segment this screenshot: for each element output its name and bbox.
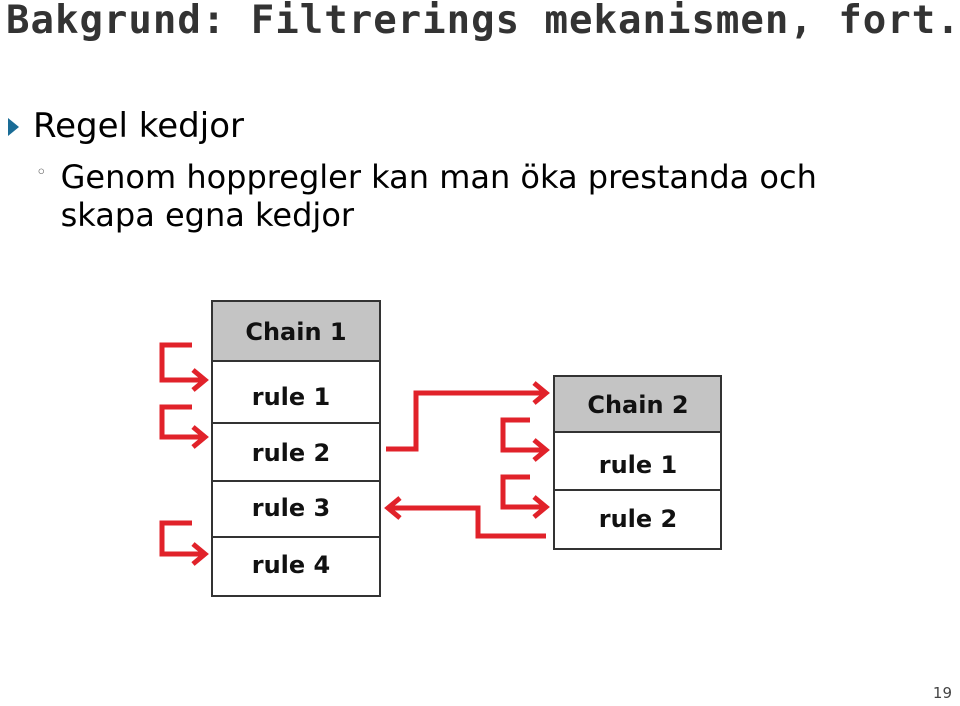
chain2-flow-arrow	[500, 417, 546, 453]
chain1-flow-arrow	[159, 404, 205, 440]
chain2-flow-arrow	[500, 474, 546, 510]
chain1-flow-arrow	[159, 342, 205, 383]
chain1-rule-cell	[211, 480, 381, 538]
chain1-rule-cell	[211, 422, 381, 482]
slide-title: Bakgrund: Filtrerings mekanismen, fort.	[6, 0, 960, 43]
chain2-header-label: Chain 2	[587, 391, 688, 419]
chain1-rule-cell	[211, 360, 381, 424]
jump-arrow	[386, 390, 546, 452]
return-arrow	[388, 505, 546, 539]
chain1-rule-label: rule 4	[252, 551, 330, 579]
arrowhead-left-icon	[384, 496, 402, 520]
bullet-level1: Regel kedjor	[8, 106, 244, 146]
chain1-header-label: Chain 1	[245, 318, 346, 346]
bullet-level2-text: Genom hoppregler kan man öka prestanda o…	[60, 158, 817, 234]
triangle-bullet-icon	[8, 118, 19, 136]
chain2-header-cell	[553, 375, 722, 433]
chain1-rule-cell	[211, 536, 381, 597]
chain1-rule-label: rule 2	[252, 439, 330, 467]
bullet-level1-text: Regel kedjor	[33, 106, 244, 146]
arrowhead-right-icon	[532, 495, 550, 519]
page-number: 19	[932, 684, 952, 702]
chain2-rule-cell	[553, 431, 722, 491]
chain1-rule-label: rule 1	[252, 383, 330, 411]
chain2-rule-label: rule 2	[599, 505, 677, 533]
chain1-header-cell	[211, 300, 381, 362]
circle-bullet-icon: ◦	[36, 162, 47, 183]
arrowhead-right-icon	[191, 368, 209, 392]
chain2-rule-cell	[553, 489, 722, 550]
arrowhead-right-icon	[532, 381, 550, 405]
chain2-rule-label: rule 1	[599, 451, 677, 479]
bullet-level2: ◦ Genom hoppregler kan man öka prestanda…	[36, 158, 881, 234]
arrowhead-right-icon	[191, 542, 209, 566]
chain1-table: Chain 1 rule 1 rule 2 rule 3 rule 4	[211, 300, 381, 597]
arrowhead-right-icon	[191, 425, 209, 449]
chain2-table: Chain 2 rule 1 rule 2	[553, 375, 722, 550]
chain1-flow-arrow	[159, 520, 205, 557]
arrowhead-right-icon	[532, 438, 550, 462]
chain1-rule-label: rule 3	[252, 494, 330, 522]
